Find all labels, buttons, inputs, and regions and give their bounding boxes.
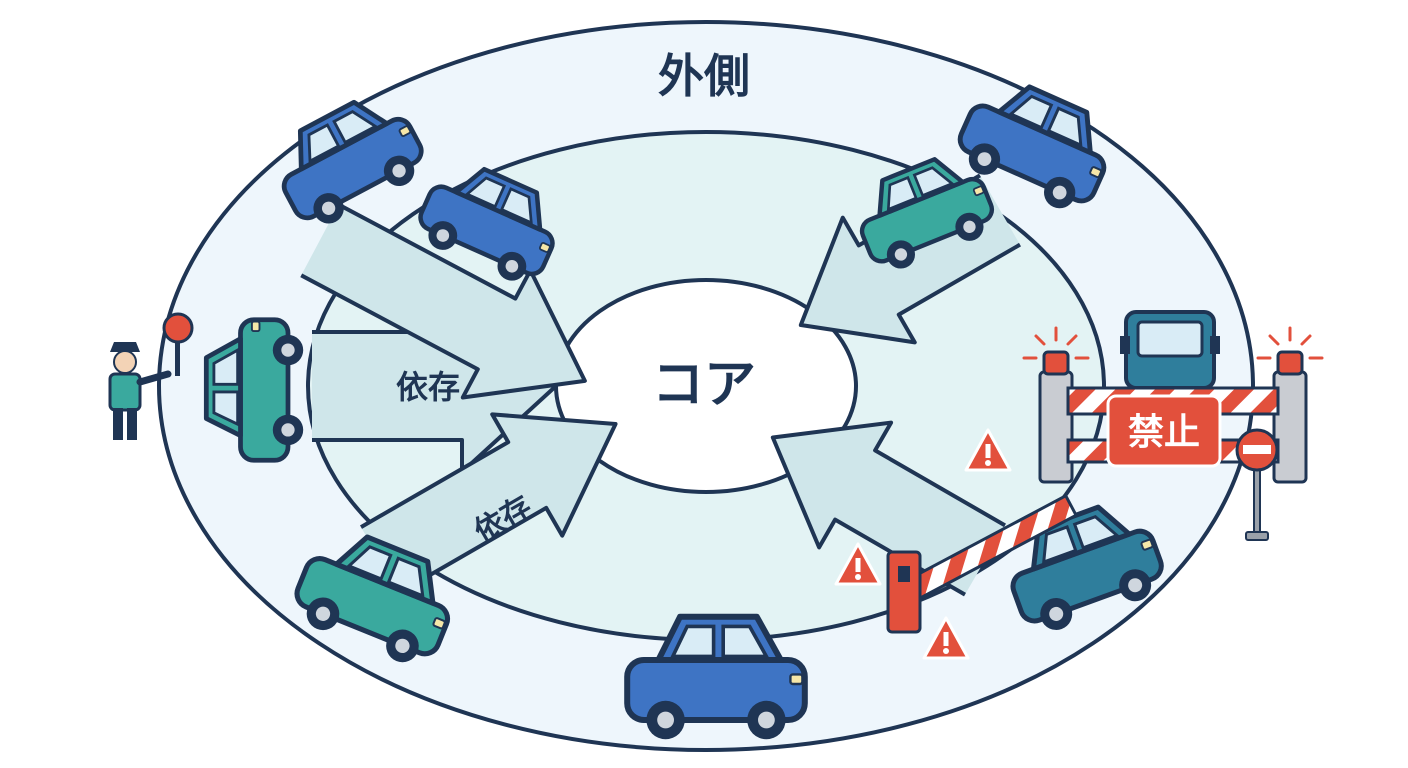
dependency-arrow-upper-left: [300, 202, 587, 400]
dependency-arrow-lower-left: [360, 412, 618, 595]
no-entry-sign-icon: [1235, 428, 1279, 541]
truck-icon: [1120, 310, 1220, 390]
warning-light-icon: [1256, 326, 1324, 376]
outer-label: 外側: [658, 49, 750, 103]
barrier-gate-icon: [886, 370, 1308, 634]
warning-light-icon: [1022, 326, 1090, 376]
core-label: コア: [652, 355, 756, 415]
prohibited-label: 禁止: [1128, 412, 1200, 453]
dependency-label-left: 依存: [396, 368, 460, 406]
traffic-officer-icon: [108, 342, 172, 440]
stop-paddle-icon: [162, 312, 194, 376]
dependency-arrow-lower-right: [770, 420, 1006, 597]
